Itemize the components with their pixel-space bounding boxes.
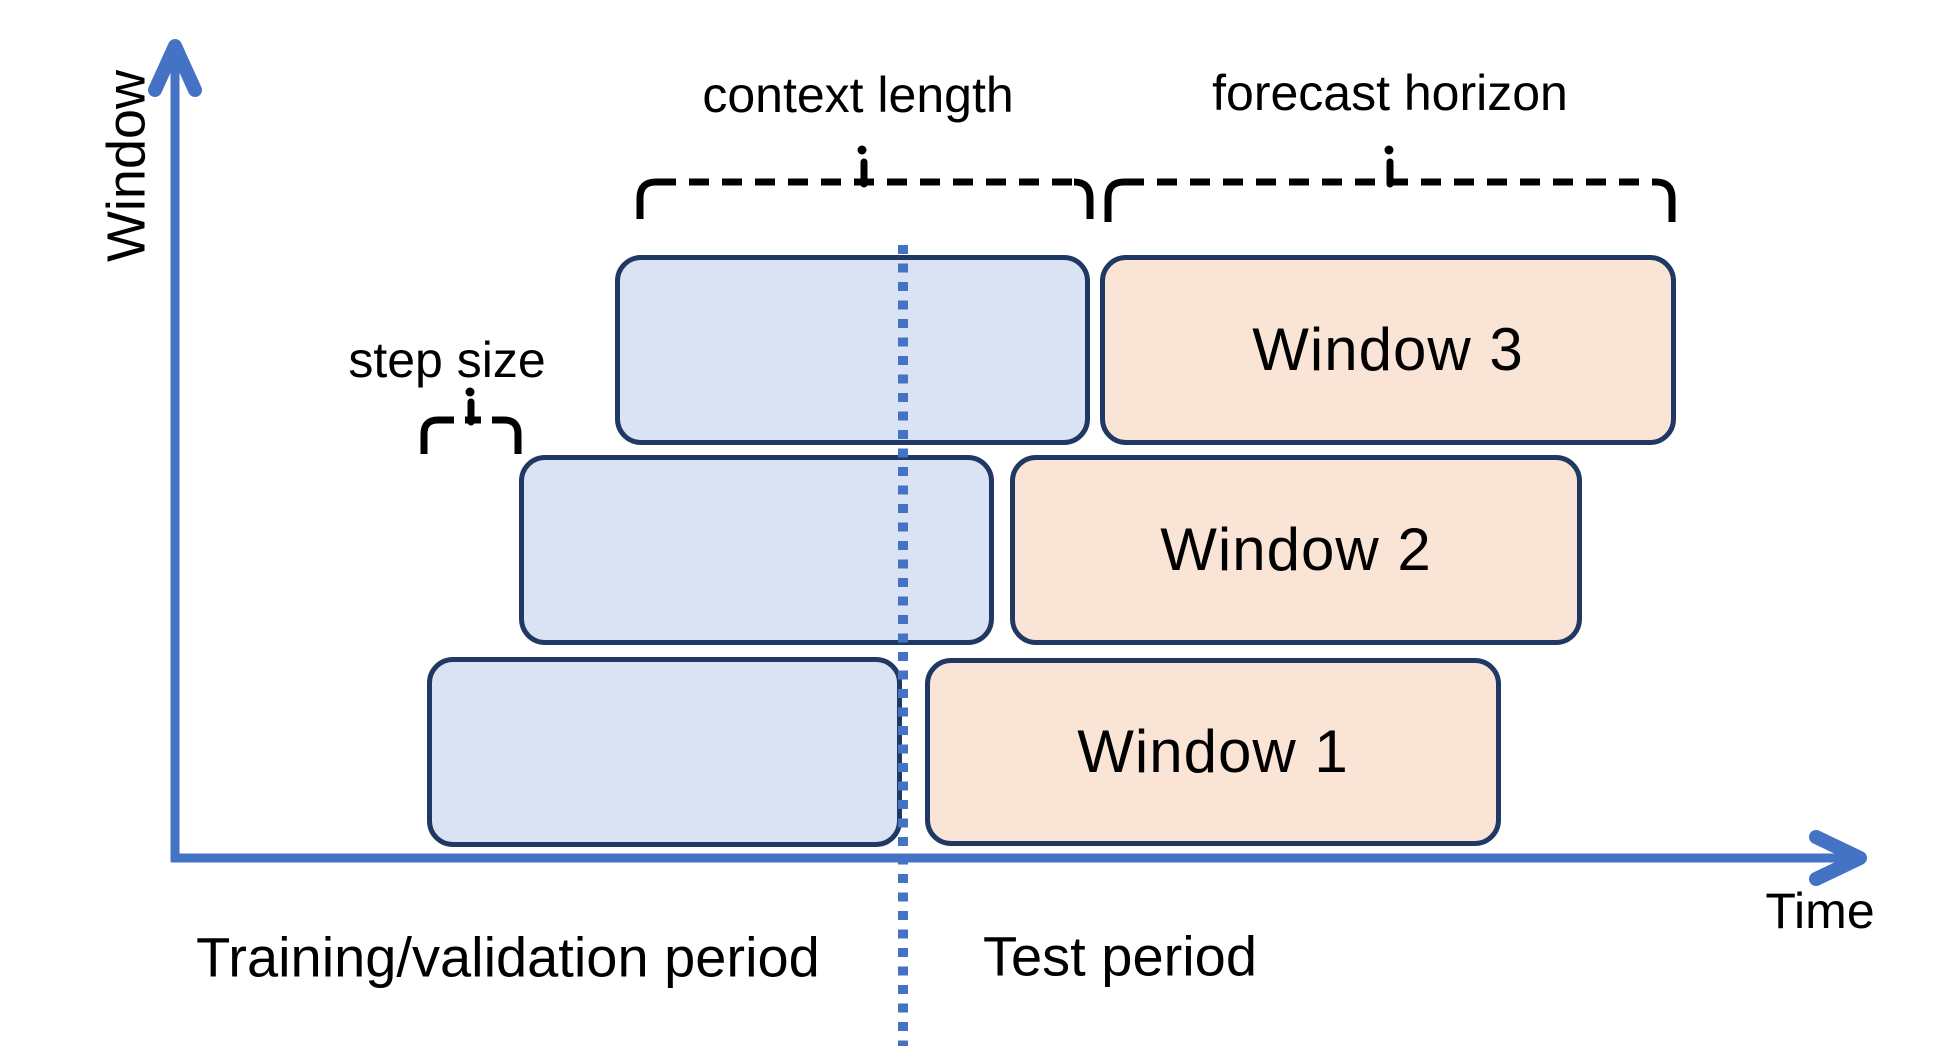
training-validation-period-label: Training/validation period [196, 925, 820, 989]
x-axis-label: Time [1765, 882, 1875, 939]
window-2-context-box [519, 455, 994, 645]
window-1-forecast-box: Window 1 [925, 658, 1501, 846]
forecast-horizon-label: forecast horizon [1212, 64, 1568, 121]
window-1-context-box [427, 657, 902, 847]
step-size-brace [420, 387, 522, 454]
window-3-forecast-box: Window 3 [1100, 255, 1676, 445]
context-length-brace [636, 145, 1094, 219]
y-axis-label: Window [96, 69, 157, 263]
window-2-forecast-box: Window 2 [1010, 455, 1582, 645]
y-axis-arrowhead-icon [148, 39, 202, 97]
forecast-horizon-brace [1104, 145, 1676, 222]
window-1-label: Window 1 [1077, 718, 1349, 785]
x-axis-arrowhead-icon [1809, 830, 1867, 886]
step-size-label: step size [348, 331, 546, 388]
context-length-label: context length [702, 66, 1014, 123]
window-2-label: Window 2 [1160, 516, 1432, 583]
window-3-context-box [615, 255, 1090, 445]
test-period-label: Test period [983, 924, 1257, 988]
window-3-label: Window 3 [1252, 316, 1524, 383]
